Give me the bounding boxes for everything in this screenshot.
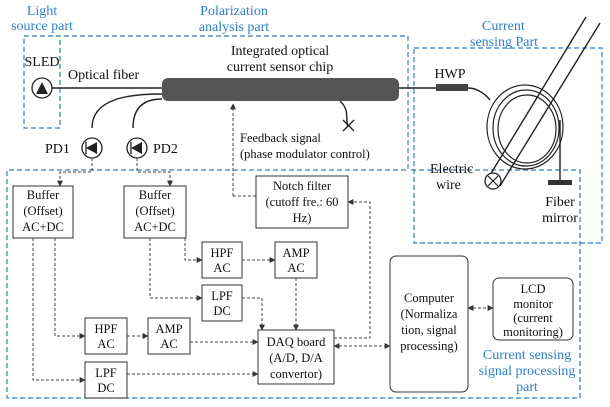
- sled-diode-triangle: [36, 82, 48, 94]
- amp-bottom-line2: AC: [160, 337, 177, 351]
- electric-wire-label-line1: Electric: [430, 162, 474, 177]
- buffer2-line3: AC+DC: [134, 220, 176, 234]
- feedback-label-line1: Feedback signal: [240, 131, 321, 145]
- hwp-label: HWP: [434, 67, 465, 82]
- amp-top-line1: AMP: [282, 246, 309, 260]
- lpf-top-line2: DC: [213, 304, 230, 318]
- hpf-bottom-line2: AC: [97, 337, 114, 351]
- signal-processing-title-line1: Current sensing: [483, 348, 571, 363]
- hpf-bottom-box: [84, 317, 128, 355]
- lcd-line1: LCD: [521, 282, 546, 296]
- fiber-mirror-label-line1: Fiber: [545, 195, 575, 210]
- amp-top-line2: AC: [287, 261, 304, 275]
- fiber-coil: [486, 84, 564, 170]
- signal-processing-title-line2: signal processing: [479, 364, 576, 379]
- lcd-line4: monitoring): [503, 325, 563, 339]
- hwp-element: [436, 84, 468, 91]
- current-sensing-title-line2: sensing Part: [470, 35, 538, 50]
- sled-label: SLED: [25, 55, 60, 70]
- buffer2-line2: (Offset): [135, 204, 174, 218]
- terminated-port-cross: [342, 119, 355, 132]
- buffer2-line1: Buffer: [139, 188, 172, 202]
- current-sensing-section: [413, 47, 603, 244]
- lpf-top-box: [201, 284, 243, 322]
- electric-wire-label-line2: wire: [436, 178, 461, 193]
- hwp-to-coil-fiber: [467, 87, 491, 101]
- electric-wire-icon: [484, 16, 601, 190]
- hpf-bottom-line1: HPF: [95, 322, 118, 336]
- notch-line1: Notch filter: [273, 179, 332, 193]
- optical-fiber-label: Optical fiber: [68, 68, 139, 83]
- feedback-label-line2: (phase modulator control): [240, 147, 370, 161]
- light-source-title-line2: source part: [11, 19, 73, 34]
- computer-line3: tion, signal: [401, 323, 457, 337]
- daq-line1: DAQ board: [267, 335, 326, 349]
- light-source-title-line1: Light: [27, 4, 57, 19]
- hpf-top-line2: AC: [213, 261, 230, 275]
- notch-line2: (cutoff fre.: 60: [265, 195, 338, 209]
- notch-filter-box: [255, 175, 349, 229]
- computer-box: [389, 255, 469, 393]
- chip-label-line2: current sensor chip: [227, 60, 334, 75]
- buffer1-box: [12, 185, 74, 239]
- amp-bottom-line1: AMP: [155, 322, 182, 336]
- lcd-line2: monitor: [513, 297, 553, 311]
- fiber-to-pd1: [91, 93, 163, 129]
- computer-line4: processing): [400, 339, 458, 353]
- fiber-mirror-element: [548, 180, 572, 185]
- fiber-to-pd2: [132, 98, 163, 129]
- daq-board-box: [257, 329, 335, 385]
- pd1-diode-triangle: [86, 142, 97, 154]
- polarization-title-line2: analysis part: [199, 20, 269, 35]
- hpf-top-line1: HPF: [211, 246, 234, 260]
- pd1-label: PD1: [45, 142, 70, 157]
- lpf-top-line1: LPF: [211, 289, 233, 303]
- light-source-section: [23, 35, 61, 129]
- daq-line3: convertor): [270, 367, 322, 381]
- buffer1-line3: AC+DC: [22, 220, 64, 234]
- signal-connections: [32, 158, 494, 383]
- amp-top-box: [274, 241, 318, 279]
- lcd-line3: (current: [513, 311, 553, 325]
- lpf-bottom-line1: LPF: [95, 366, 117, 380]
- signal-processing-title-line3: part: [516, 380, 538, 395]
- buffer1-line2: (Offset): [23, 204, 62, 218]
- pd2-diode-triangle: [131, 142, 142, 154]
- integrated-optical-chip: [162, 78, 399, 101]
- notch-line3: Hz): [293, 211, 312, 225]
- computer-line2: (Normaliza: [401, 307, 458, 321]
- fiber-mirror-label-line2: mirror: [542, 211, 578, 226]
- polarization-title-line1: Polarization: [200, 4, 268, 19]
- chip-label-line1: Integrated optical: [231, 44, 329, 59]
- daq-line2: (A/D, D/A: [269, 351, 322, 365]
- computer-line1: Computer: [404, 291, 455, 305]
- buffer2-box: [123, 185, 187, 239]
- lpf-bottom-line2: DC: [97, 381, 114, 395]
- buffer1-line1: Buffer: [27, 188, 60, 202]
- amp-bottom-box: [147, 317, 191, 355]
- polarization-and-processing-sections: [6, 35, 581, 399]
- current-sensing-title-line1: Current: [482, 19, 525, 34]
- pd2-label: PD2: [153, 142, 178, 157]
